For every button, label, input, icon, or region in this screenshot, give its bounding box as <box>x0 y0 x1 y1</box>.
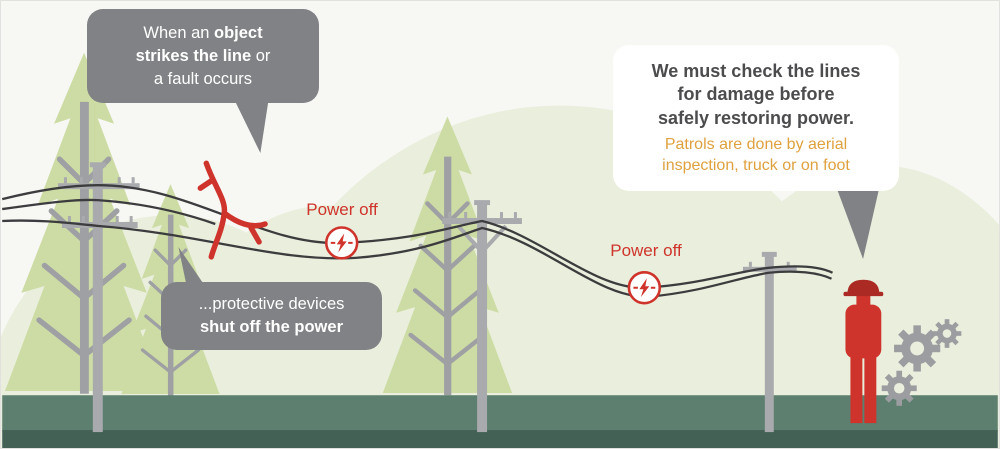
ground <box>2 395 998 448</box>
speech-bubble-protective: ...protective devices shut off the power <box>161 282 382 350</box>
bubble-line: safely restoring power. <box>657 107 855 128</box>
bubble-line: We must check the lines <box>651 61 861 81</box>
power-off-icon-2 <box>627 270 662 305</box>
gear-icon-bottom <box>881 370 917 406</box>
bubble-line: ...protective devices <box>198 295 345 313</box>
bubble-line: Patrols are done by aerial inspection, t… <box>662 136 850 174</box>
power-off-label-1: Power off <box>306 200 378 219</box>
utility-pole-right <box>742 251 797 433</box>
bubble-line: for damage before <box>677 84 835 105</box>
gear-icon-small <box>932 319 962 348</box>
bubble-line: When an object <box>143 24 263 42</box>
bubble-line: a fault occurs <box>153 69 253 88</box>
speech-bubble-check-lines: We must check the lines for damage befor… <box>613 45 899 192</box>
bubble-line: shut off the power <box>200 317 343 336</box>
fallen-branch-icon <box>197 160 268 260</box>
bubble-line: strikes the line or <box>135 46 271 65</box>
power-off-icon-1 <box>324 226 359 260</box>
power-lines <box>1 184 834 298</box>
power-off-label-2: Power off <box>610 241 682 260</box>
worker-figure <box>843 279 884 424</box>
speech-bubble-fault: When an object strikes the line or a fau… <box>87 9 319 104</box>
